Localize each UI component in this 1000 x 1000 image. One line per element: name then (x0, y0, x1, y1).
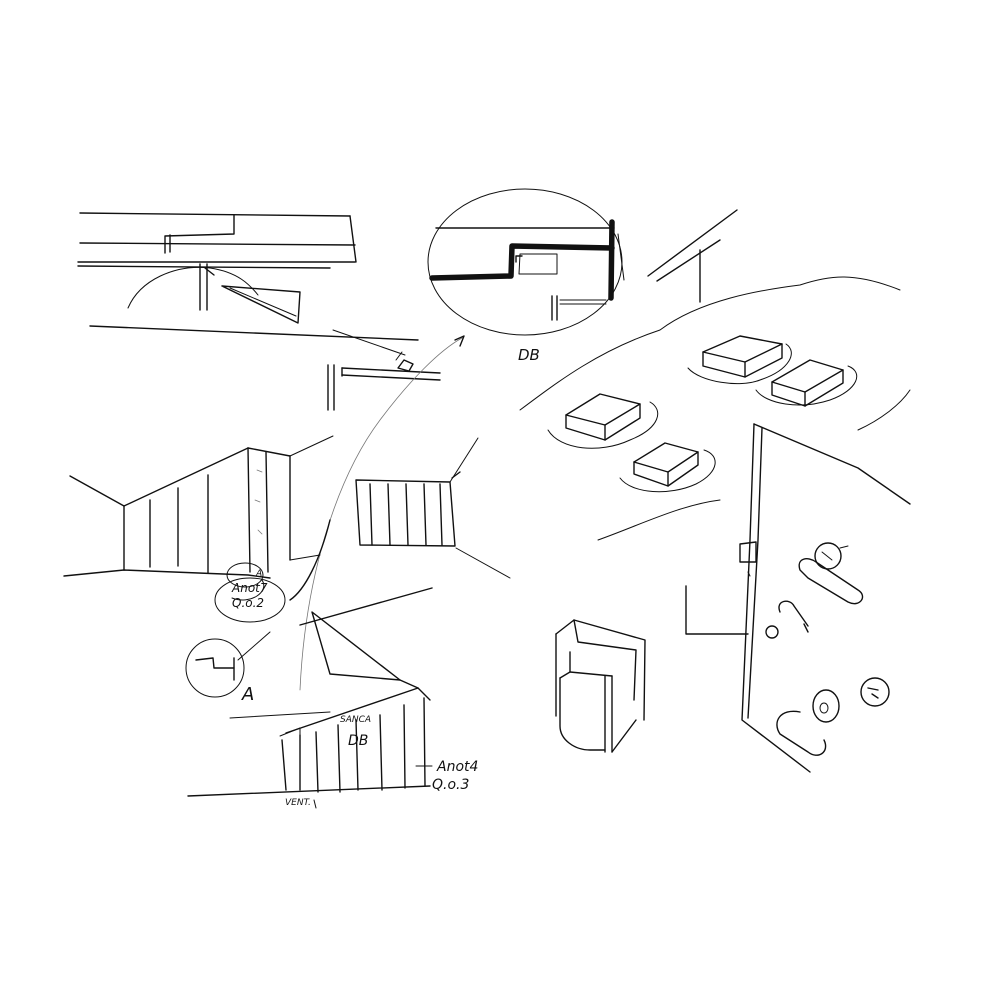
circular-detail-db: DB (427, 188, 625, 364)
panel-elevation-sketch (355, 437, 511, 579)
pavilion-box (755, 359, 858, 407)
detail-circle-a: A (185, 631, 271, 705)
pavilion-box (547, 393, 659, 449)
diagonal-edge-sketch (647, 209, 738, 303)
handrail-detail-sketch (685, 423, 911, 773)
anot4-label: Anot4 (436, 759, 478, 775)
section-drawing-top-left (77, 212, 419, 356)
annotation-anot7: Anot7 Q.o.2 (214, 577, 286, 623)
stair-perspective-sketch: VENT. SANCA DB Anot4 Q.o.3 (187, 587, 478, 809)
pavilion-box (687, 335, 792, 385)
pipe-detail-sketch (327, 351, 441, 411)
mark-a-label: A (255, 569, 262, 579)
interior-perspective-left: A (63, 435, 334, 601)
reference-arrow (299, 335, 465, 691)
vent-label: VENT. (285, 798, 311, 808)
sanca-label: SANCA (340, 715, 371, 725)
detail-db-label: DB (518, 346, 540, 364)
q02-label: Q.o.2 (232, 596, 264, 610)
pavilion-box (619, 442, 716, 493)
detail-a-label: A (241, 684, 254, 705)
q03-label: Q.o.3 (432, 777, 469, 793)
sketch-db-label: DB (348, 733, 368, 749)
landscape-plan-sketch (519, 276, 911, 541)
folded-panel-sketch (555, 619, 646, 753)
anot7-label: Anot7 (231, 581, 268, 595)
